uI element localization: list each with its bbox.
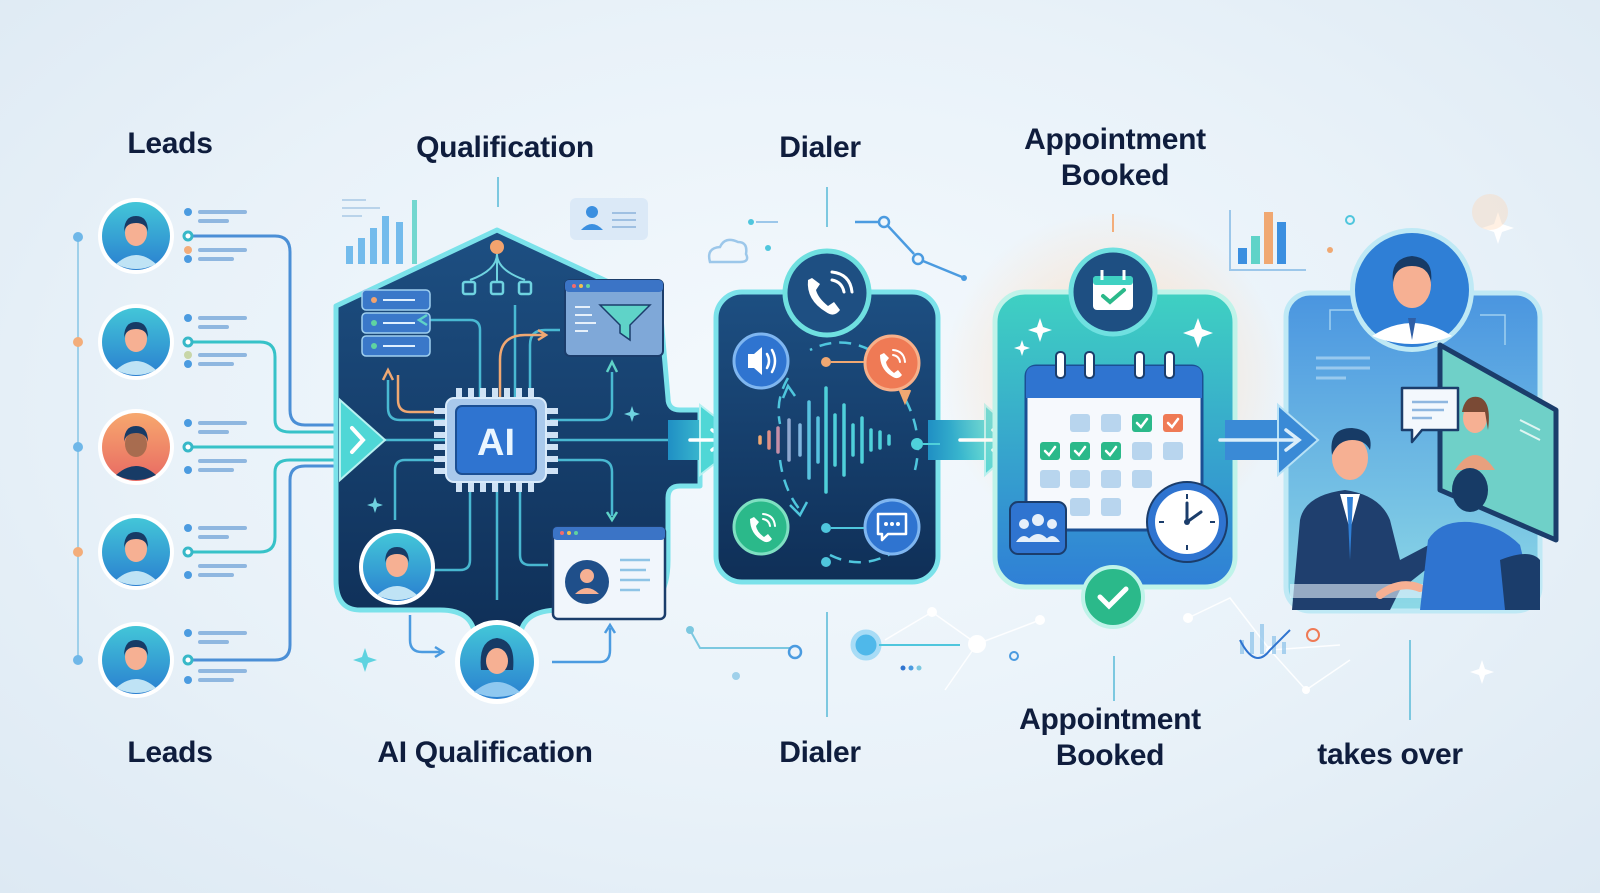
- chat-bubble-icon: [1400, 386, 1460, 444]
- label-appointment-top: Appointment Booked: [990, 122, 1240, 194]
- calendar-icon: [1024, 351, 1204, 532]
- person-avatar-icon: [455, 620, 539, 704]
- calendar-check-icon: [1068, 247, 1158, 337]
- decorations: [686, 624, 1494, 684]
- guide-line: [497, 177, 499, 207]
- filter-window-icon: [564, 279, 664, 357]
- flow-arrow-icon: [1218, 402, 1320, 478]
- ai-chip-label: AI: [477, 422, 515, 464]
- team-icon: [1009, 501, 1067, 555]
- guide-line: [826, 187, 828, 227]
- sound-wave-icon: [758, 386, 891, 494]
- appointment-stage: [884, 210, 1351, 694]
- person-avatar-icon: [98, 198, 174, 698]
- person-avatar-icon: [1350, 228, 1474, 352]
- guide-line: [826, 612, 828, 717]
- entry-arrow-icon: [339, 397, 387, 483]
- label-leads-top: Leads: [127, 127, 213, 160]
- speaker-icon: [732, 332, 790, 390]
- guide-line: [1113, 656, 1115, 701]
- label-dialer-top: Dialer: [779, 131, 861, 164]
- label-line: Appointment: [1019, 703, 1201, 736]
- bar-chart-icon: [1229, 210, 1306, 271]
- phone-call-icon: [782, 248, 872, 338]
- label-line: Booked: [1060, 159, 1170, 192]
- chat-bubble-icon: [863, 498, 921, 556]
- handoff-stage: [1218, 194, 1559, 614]
- phone-call-orange-icon: [863, 334, 921, 392]
- person-avatar-icon: [359, 529, 435, 605]
- profile-window-icon: [551, 525, 667, 621]
- label-takes-over-bottom: takes over: [1317, 738, 1463, 771]
- bar-chart-icon: [346, 200, 417, 264]
- label-line: Appointment: [1024, 123, 1206, 156]
- label-dialer-bottom: Dialer: [779, 736, 861, 769]
- label-line: Booked: [1055, 739, 1165, 772]
- label-qualification-top: Qualification: [416, 131, 594, 164]
- clock-icon: [1146, 481, 1228, 563]
- server-stack-icon: [361, 289, 431, 357]
- guide-line: [1409, 640, 1411, 720]
- qualification-stage: AI: [333, 198, 703, 704]
- network-icon: [855, 215, 963, 279]
- label-appointment-bottom: Appointment Booked: [985, 702, 1235, 774]
- leads-stage: [73, 198, 338, 698]
- profile-card-icon: [570, 198, 648, 240]
- label-leads-bottom: Leads: [127, 736, 213, 769]
- label-ai-qualification-bottom: AI Qualification: [377, 736, 593, 769]
- phone-call-green-icon: [732, 498, 790, 556]
- decision-tree-icon: [461, 240, 533, 296]
- cloud-icon: [707, 238, 749, 264]
- handshake-meeting-icon: [1290, 428, 1540, 610]
- ai-chip-icon: [434, 388, 558, 492]
- check-circle-icon: [1081, 565, 1145, 629]
